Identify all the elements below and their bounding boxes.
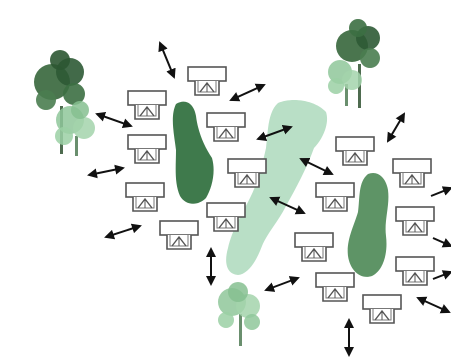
right-mid-green-pond — [347, 172, 389, 277]
house-icon — [315, 182, 355, 212]
central-light-green-park — [226, 100, 328, 275]
trees — [34, 19, 380, 346]
house-icon — [315, 272, 355, 302]
house-icon — [125, 182, 165, 212]
double-arrow-icon — [256, 125, 293, 141]
tree-icon — [34, 50, 85, 154]
tree-icon — [336, 19, 380, 108]
left-dark-green-pond — [172, 101, 214, 204]
house-icon — [335, 136, 375, 166]
green-areas — [172, 100, 389, 277]
house-icon — [392, 158, 432, 188]
house-icon — [395, 206, 435, 236]
double-arrow-icon — [269, 196, 306, 215]
double-arrow-icon — [158, 41, 176, 79]
house-icon — [294, 232, 334, 262]
double-arrow-icon — [229, 83, 266, 102]
arrows — [87, 41, 451, 357]
house-icon — [187, 66, 227, 96]
house-icon — [127, 90, 167, 120]
tree-icon — [218, 282, 260, 346]
double-arrow-icon — [95, 111, 133, 129]
house-icon — [362, 294, 402, 324]
tree-icon — [55, 101, 95, 156]
tree-icon — [328, 60, 362, 106]
double-arrow-icon — [416, 296, 451, 314]
house-icon — [127, 134, 167, 164]
house-icon — [206, 112, 246, 142]
house-icon — [395, 256, 435, 286]
double-arrow-icon — [104, 223, 142, 240]
double-arrow-icon — [432, 237, 451, 248]
double-arrow-icon — [386, 112, 406, 143]
house-icon — [159, 220, 199, 250]
double-arrow-icon — [264, 276, 300, 292]
double-arrow-icon — [430, 186, 451, 197]
double-arrow-icon — [87, 164, 125, 179]
double-arrow-icon — [432, 270, 451, 280]
double-arrow-icon — [299, 157, 334, 176]
